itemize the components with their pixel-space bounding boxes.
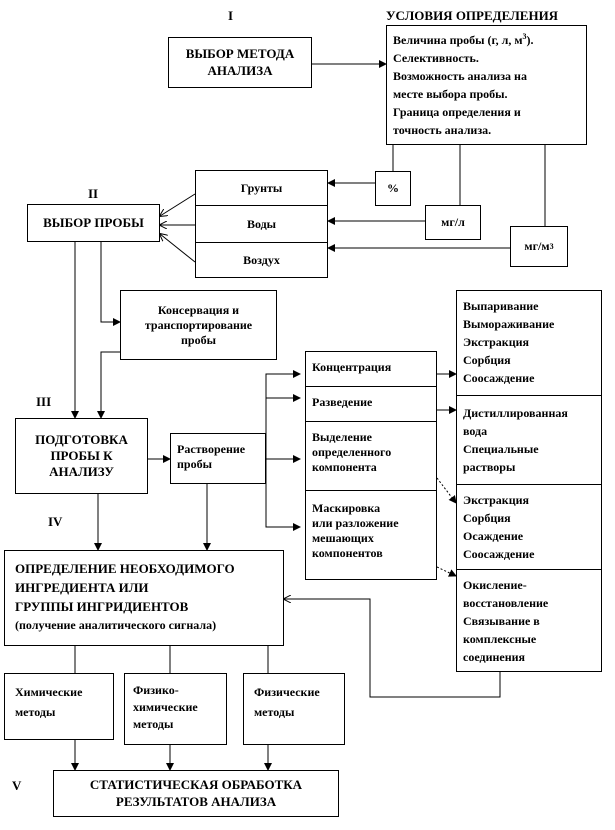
line-dissolution-branch [265,370,301,459]
conditions-line-6: точность анализа. [393,123,492,137]
conditions-line-1-end: ). [526,33,534,47]
mask-method-1: Окисление- [463,578,527,592]
physical-line-1: Физические [254,685,320,699]
conditions-line-2: Селективность. [393,51,479,65]
stage-label-2: II [88,186,99,201]
methods-concentration-box: Выпаривание Вымораживание Экстракция Сор… [456,290,602,396]
method-choice-line-2: АНАЛИЗА [207,62,273,78]
conditions-line-5: Граница определения и [393,105,521,119]
determination-box: ОПРЕДЕЛЕНИЕ НЕОБХОДИМОГО ИНГРЕДИЕНТА ИЛИ… [4,550,284,646]
determination-line-4: (получение аналитического сигнала) [15,618,217,632]
isol-method-1: Экстракция [463,493,530,507]
conditions-line-4: месте выбора пробы. [393,87,508,101]
conditions-line-1: Величина пробы (г, л, м3). [393,31,580,49]
dil-method-2: вода [463,424,488,438]
physchem-line-2: химические [133,700,198,714]
statistics-line-2: РЕЗУЛЬТАТОВ АНАЛИЗА [115,793,277,809]
methods-masking-box: Окисление- восстановление Связывание в к… [456,569,602,672]
preparation-line-3: АНАЛИЗУ [49,464,114,480]
conservation-line-1: Консервация и [157,302,240,317]
chemical-line-1: Химические [15,685,83,699]
stage-label-3: III [36,394,52,409]
stage-label-1: I [228,8,234,23]
physchem-methods-box: Физико- химические методы [124,673,227,745]
physical-methods-box: Физические методы [243,673,345,745]
isolation-line-1: Выделение [312,430,372,444]
method-choice-box: ВЫБОР МЕТОДА АНАЛИЗА [168,37,312,88]
conc-method-1: Выпаривание [463,299,539,313]
preparation-line-2: ПРОБЫ К [50,447,113,463]
masking-line-1: Маскировка [312,501,381,515]
statistics-box: СТАТИСТИЧЕСКАЯ ОБРАБОТКА РЕЗУЛЬТАТОВ АНА… [53,770,339,817]
stage-label-4: IV [48,514,63,529]
masking-line-2: или разложение [312,516,399,530]
operation-isolation: Выделение определенного компонента [305,421,437,491]
arrow-air-to-choice [160,234,196,263]
operation-dilution: Разведение [305,386,437,422]
conc-method-4: Сорбция [463,353,511,367]
conditions-line-1-text: Величина пробы (г, л, м [393,33,523,47]
dissolution-box: Растворение пробы [170,433,266,484]
arrow-soils-to-choice [160,193,196,216]
methods-isolation-box: Экстракция Сорбция Осаждение Соосаждение [456,484,602,570]
sample-type-soils: Грунты [195,170,328,206]
preparation-line-1: ПОДГОТОВКА [35,431,128,447]
mask-method-5: соединения [463,650,526,664]
sample-type-waters: Воды [195,205,328,243]
dissolution-line-1: Растворение [177,442,246,456]
preparation-box: ПОДГОТОВКА ПРОБЫ К АНАЛИЗУ [15,418,148,494]
arrow-masking-to-methods [436,566,457,577]
dil-method-4: растворы [463,460,516,474]
conc-method-3: Экстракция [463,335,530,349]
sample-choice-box: ВЫБОР ПРОБЫ [27,204,160,242]
conc-method-2: Вымораживание [463,317,555,331]
determination-line-1: ОПРЕДЕЛЕНИЕ НЕОБХОДИМОГО [15,561,235,576]
mask-method-2: восстановление [463,596,549,610]
operation-concentration: Концентрация [305,351,437,387]
unit-mgm3-text: мг/м [524,239,550,253]
isol-method-3: Осаждение [463,529,524,543]
chemical-line-2: методы [15,705,56,719]
conservation-line-3: пробы [181,332,216,347]
arrow-feedback-to-determination [284,599,501,698]
methods-dilution-box: Дистиллированная вода Специальные раство… [456,395,602,485]
stage-label-5: V [12,778,22,793]
operation-masking: Маскировка или разложение мешающих компо… [305,490,437,580]
isol-method-2: Сорбция [463,511,511,525]
unit-mgl-box: мг/л [425,205,481,240]
determination-line-2: ИНГРЕДИЕНТА ИЛИ [15,580,149,595]
unit-percent-box: % [375,171,411,206]
arrow-conservation-to-preparation [97,351,120,419]
arrow-isolation-to-methods [436,477,457,504]
dil-method-1: Дистиллированная [463,406,568,420]
conservation-line-2: транспортирование [144,317,253,332]
masking-line-3: мешающих [312,531,374,545]
isolation-line-3: компонента [312,460,377,474]
conditions-box: Величина пробы (г, л, м3). Селективность… [386,25,587,145]
physchem-line-1: Физико- [133,683,179,697]
masking-line-4: компонентов [312,546,383,560]
physical-line-2: методы [254,705,295,719]
method-choice-line-1: ВЫБОР МЕТОДА [185,46,295,62]
determination-line-3: ГРУППЫ ИНГРИДИЕНТОВ [15,599,189,614]
mask-method-3: Связывание в [463,614,540,628]
arrow-choice-to-conservation [100,242,121,326]
statistics-line-1: СТАТИСТИЧЕСКАЯ ОБРАБОТКА [89,777,303,793]
chemical-methods-box: Химические методы [4,673,114,740]
mask-method-4: комплексные [463,632,537,646]
dissolution-line-2: пробы [177,457,212,471]
isol-method-4: Соосаждение [463,547,535,561]
isolation-line-2: определенного [312,445,392,459]
conditions-line-1-sup: 3 [522,32,527,41]
conditions-line-3: Возможность анализа на [393,69,527,83]
arrow-dissolution-to-masking [265,459,301,531]
sample-type-air: Воздух [195,242,328,278]
dil-method-3: Специальные [463,442,539,456]
physchem-line-3: методы [133,717,174,731]
conc-method-5: Соосаждение [463,371,535,385]
conditions-title: УСЛОВИЯ ОПРЕДЕЛЕНИЯ [386,8,559,23]
conservation-box: Консервация и транспортирование пробы [120,290,277,360]
